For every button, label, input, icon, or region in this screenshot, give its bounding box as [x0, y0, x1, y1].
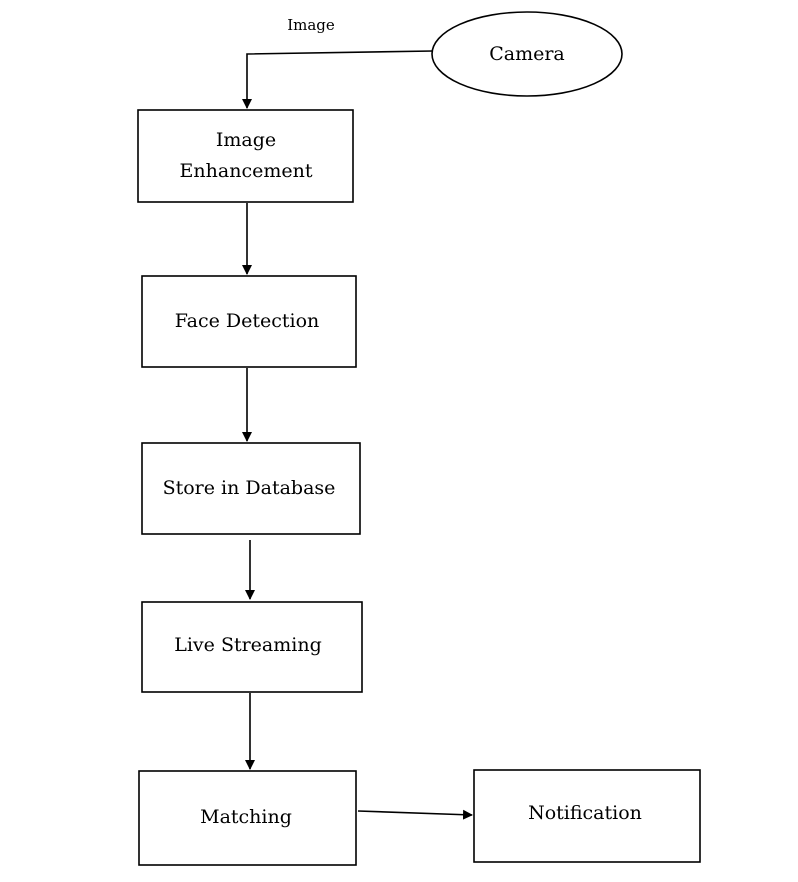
node-image-enhancement-label-line1: Image: [216, 129, 276, 151]
edge-matching-to-notification: [357, 809, 473, 820]
node-image-enhancement-label-line2: Enhancement: [180, 160, 313, 182]
edge-label-image: Image: [287, 16, 335, 34]
node-store-in-database-label: Store in Database: [163, 477, 336, 499]
node-face-detection: Face Detection: [141, 275, 357, 368]
node-camera: Camera: [431, 11, 623, 97]
edge-camera-to-image-enhancement: [242, 50, 434, 109]
node-live-streaming-label: Live Streaming: [174, 634, 322, 656]
node-notification-label: Notification: [528, 802, 642, 824]
node-notification: Notification: [473, 769, 701, 863]
node-image-enhancement: Image Enhancement: [137, 109, 354, 203]
node-face-detection-label: Face Detection: [175, 310, 320, 332]
node-matching: Matching: [138, 770, 357, 866]
node-live-streaming: Live Streaming: [141, 601, 363, 693]
node-matching-label: Matching: [200, 806, 292, 828]
node-camera-label: Camera: [489, 43, 565, 65]
node-store-in-database: Store in Database: [141, 442, 361, 535]
